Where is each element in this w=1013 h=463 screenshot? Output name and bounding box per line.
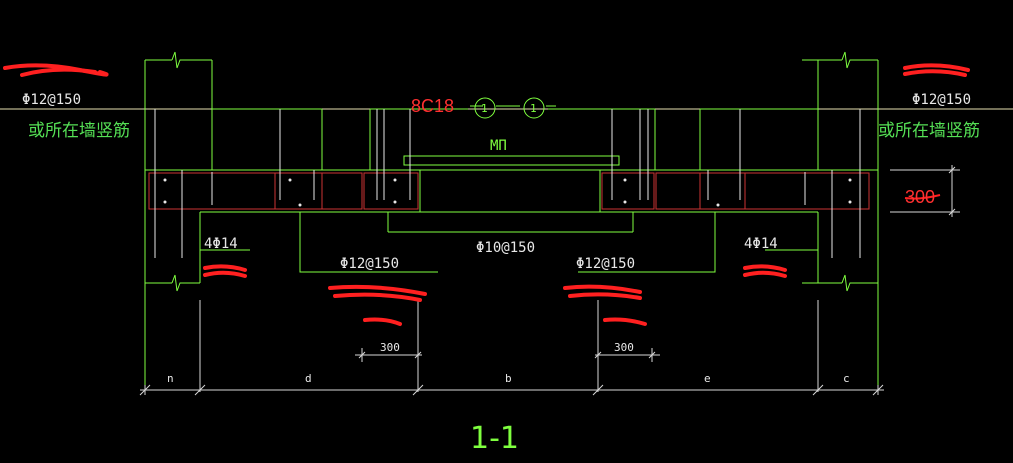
grid-axis-d: d (305, 372, 312, 385)
right-lower-bar-label: Φ12@150 (576, 256, 635, 272)
grid-axis-c: c (843, 372, 850, 385)
redaction-scribbles (3, 63, 970, 326)
left-alt-rebar-note: 或所在墙竖筋 (28, 121, 130, 141)
left-dimension-300: 300 (380, 341, 400, 354)
right-vertical-bar-label: Φ12@150 (912, 92, 971, 108)
middle-bar-label: Φ10@150 (476, 240, 535, 256)
left-wall-outline (144, 51, 323, 392)
lintel-label: MΠ (490, 138, 507, 154)
right-main-bars-label: 4Φ14 (744, 236, 778, 252)
leader-lines (200, 105, 818, 251)
height-markup-stroke (904, 194, 941, 200)
right-dimension-300: 300 (614, 341, 634, 354)
left-main-bars-label: 4Φ14 (204, 236, 238, 252)
right-wall-outline (699, 51, 879, 392)
grid-axis-e: e (704, 372, 711, 385)
section-marker-left-label: 1 (481, 102, 488, 115)
top-rebar-markup: 8C18 (411, 96, 454, 116)
grid-axis-n: n (167, 372, 174, 385)
height-300-markup: 300 (905, 187, 935, 207)
left-vertical-bar-label: Φ12@150 (22, 92, 81, 108)
rebar-verticals (154, 109, 861, 258)
left-lower-bar-label: Φ12@150 (340, 256, 399, 272)
grid-axis-b: b (505, 372, 512, 385)
right-alt-rebar-note: 或所在墙竖筋 (878, 121, 980, 141)
section-marker-right-label: 1 (530, 102, 537, 115)
slab-lines (145, 169, 878, 273)
section-marker-left (474, 97, 496, 119)
dimension-lines (139, 165, 960, 396)
section-marker-right (523, 97, 545, 119)
rebar-dots (163, 178, 852, 207)
section-title: 1-1 (470, 421, 519, 456)
wall-section-outlines (148, 172, 870, 210)
